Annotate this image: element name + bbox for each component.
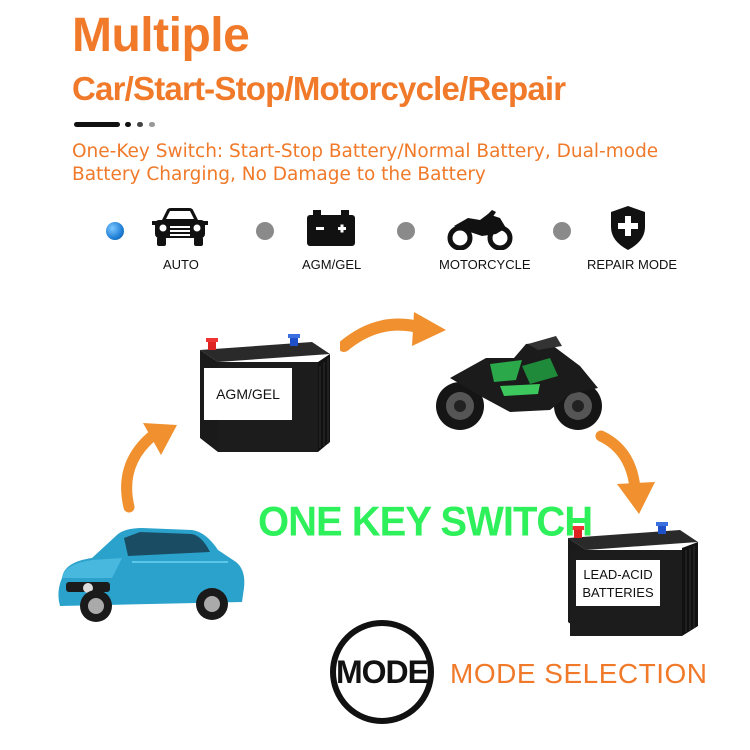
title-underline bbox=[74, 122, 120, 127]
shield-plus-icon bbox=[609, 205, 647, 256]
mode-indicator-auto bbox=[106, 222, 124, 240]
mode-button-label: MODE bbox=[336, 653, 429, 690]
description: One-Key Switch: Start-Stop Battery/Norma… bbox=[72, 141, 659, 185]
underline-dot-1 bbox=[125, 122, 131, 127]
car-image bbox=[58, 528, 245, 622]
mode-indicator-repair bbox=[553, 222, 571, 240]
motorcycle-image bbox=[436, 336, 602, 430]
title-line-2: Car/Start-Stop/Motorcycle/Repair bbox=[72, 70, 566, 107]
lead-acid-battery-label: LEAD-ACID BATTERIES bbox=[576, 560, 660, 606]
mode-selection-text: MODE SELECTION bbox=[450, 658, 708, 689]
agm-battery-label: AGM/GEL bbox=[204, 368, 292, 420]
arrow-agm-to-motorcycle bbox=[340, 312, 446, 352]
arrow-car-to-agm bbox=[121, 423, 177, 513]
lead-acid-label-line-2: BATTERIES bbox=[582, 585, 654, 600]
title-line-1: Multiple bbox=[72, 9, 250, 62]
underline-dot-2 bbox=[137, 122, 143, 127]
one-key-switch-heading: ONE KEY SWITCH bbox=[258, 498, 593, 546]
lead-acid-label-line-1: LEAD-ACID bbox=[583, 567, 653, 582]
mode-indicator-motorcycle bbox=[397, 222, 415, 240]
mode-label-auto: AUTO bbox=[163, 257, 199, 272]
car-icon bbox=[152, 206, 208, 253]
mode-button[interactable]: MODE bbox=[330, 620, 434, 724]
mode-label-agm: AGM/GEL bbox=[302, 257, 362, 272]
mode-indicator-agm bbox=[256, 222, 274, 240]
mode-label-repair: REPAIR MODE bbox=[587, 257, 678, 272]
mode-label-motorcycle: MOTORCYCLE bbox=[439, 257, 531, 272]
battery-icon bbox=[306, 208, 356, 253]
arrow-motorcycle-to-leadacid bbox=[595, 430, 655, 514]
underline-dot-3 bbox=[149, 122, 155, 127]
motorcycle-icon bbox=[446, 210, 514, 255]
